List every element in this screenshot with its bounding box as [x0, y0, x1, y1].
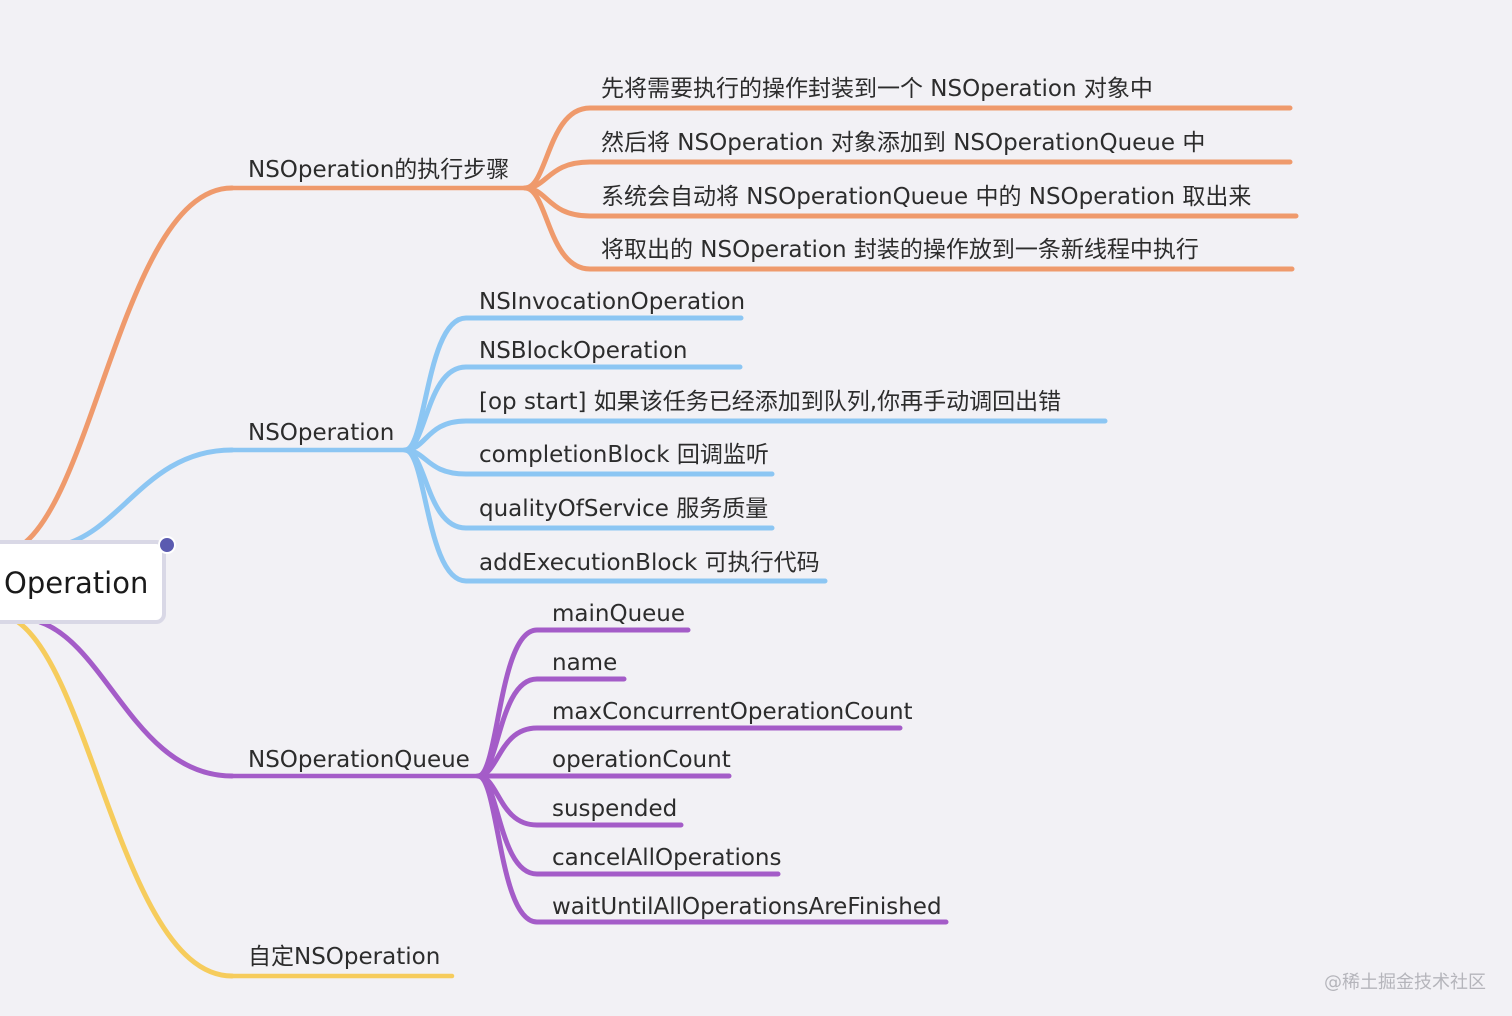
connector-queue-leaf-7 [475, 773, 949, 925]
leaf-nsoperation-6[interactable]: addExecutionBlock 可执行代码 [479, 550, 820, 576]
connector-steps-leaf-4 [522, 185, 1295, 272]
leaf-steps-3[interactable]: 系统会自动将 NSOperationQueue 中的 NSOperation 取… [601, 184, 1252, 210]
connector-root-queue [37, 619, 235, 779]
connector-steps-leaf-1 [522, 105, 1293, 191]
leaf-queue-5[interactable]: suspended [552, 796, 678, 822]
branch-label-custom-nsoperation[interactable]: 自定NSOperation [248, 944, 441, 970]
connector-root-operation [59, 447, 235, 548]
branch-label-nsoperationqueue[interactable]: NSOperationQueue [248, 747, 470, 773]
root-collapse-handle[interactable] [158, 536, 176, 554]
leaf-nsoperation-5[interactable]: qualityOfService 服务质量 [479, 496, 769, 522]
leaf-steps-4[interactable]: 将取出的 NSOperation 封装的操作放到一条新线程中执行 [601, 237, 1199, 263]
leaf-nsoperation-2[interactable]: NSBlockOperation [479, 338, 688, 364]
branch-label-steps[interactable]: NSOperation的执行步骤 [248, 157, 510, 183]
leaf-steps-1[interactable]: 先将需要执行的操作封装到一个 NSOperation 对象中 [601, 76, 1153, 102]
leaf-nsoperation-3[interactable]: [op start] 如果该任务已经添加到队列,你再手动调回出错 [479, 389, 1062, 415]
leaf-nsoperation-1[interactable]: NSInvocationOperation [479, 289, 746, 315]
leaf-queue-7[interactable]: waitUntilAllOperationsAreFinished [552, 894, 942, 920]
connector-root-custom [15, 619, 235, 979]
leaf-queue-4[interactable]: operationCount [552, 747, 731, 773]
leaf-queue-1[interactable]: mainQueue [552, 601, 686, 627]
watermark: @稀土掘金技术社区 [1324, 972, 1486, 993]
leaf-queue-6[interactable]: cancelAllOperations [552, 845, 782, 871]
connector-root-steps [19, 185, 235, 548]
branch-label-nsoperation[interactable]: NSOperation [248, 420, 395, 446]
leaf-nsoperation-4[interactable]: completionBlock 回调监听 [479, 442, 769, 468]
leaf-queue-2[interactable]: name [552, 650, 618, 676]
leaf-steps-2[interactable]: 然后将 NSOperation 对象添加到 NSOperationQueue 中 [601, 130, 1206, 156]
connector-operation-leaf-6 [402, 447, 828, 584]
root-node[interactable]: Operation [0, 540, 166, 624]
leaf-queue-3[interactable]: maxConcurrentOperationCount [552, 699, 913, 725]
root-node-label: Operation [4, 566, 149, 600]
